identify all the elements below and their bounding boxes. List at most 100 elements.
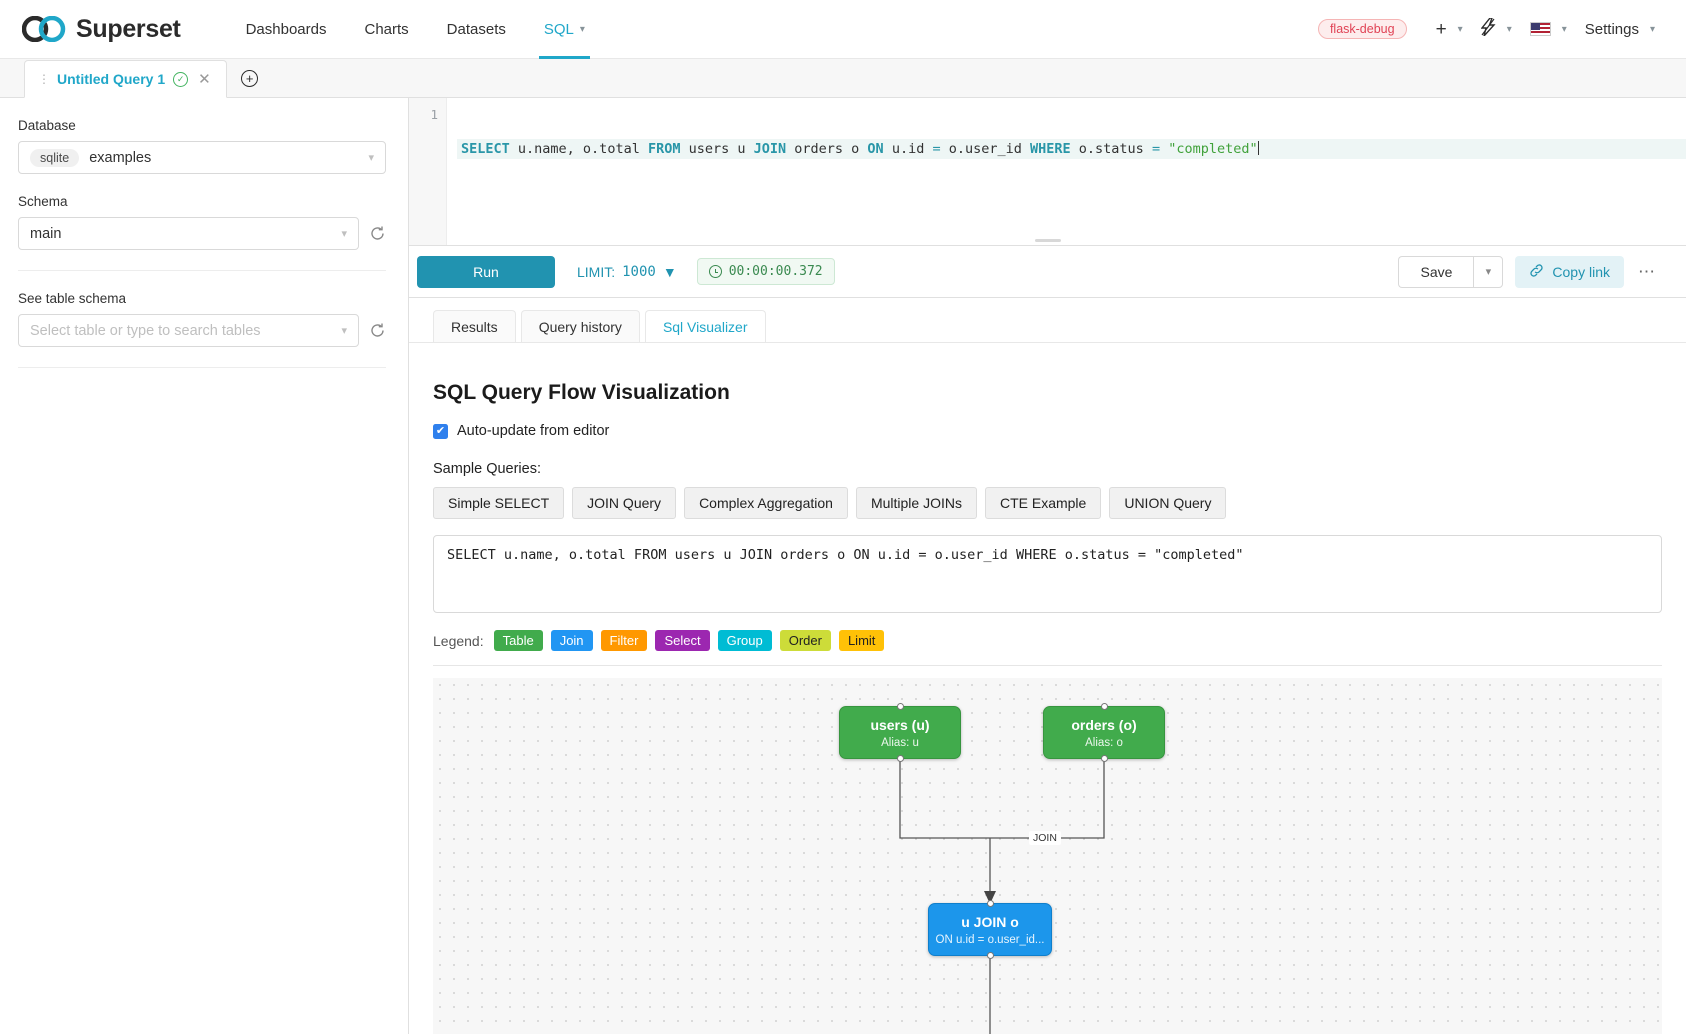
tab-sql-visualizer-label: Sql Visualizer [662, 319, 748, 335]
sample-queries-label: Sample Queries: [433, 461, 541, 477]
chevron-down-icon: ▾ [368, 152, 374, 164]
sample-queries-row: Simple SELECT JOIN Query Complex Aggrega… [433, 487, 1662, 519]
limit-label: LIMIT: [577, 263, 616, 280]
more-options-icon[interactable]: ⋯ [1638, 261, 1656, 281]
sample-query-complex-aggregation[interactable]: Complex Aggregation [684, 487, 848, 519]
table-schema-label: See table schema [18, 291, 127, 306]
close-icon[interactable]: ✕ [198, 71, 211, 88]
copy-link-label: Copy link [1552, 263, 1610, 280]
refresh-schema-icon[interactable] [369, 225, 386, 242]
flask-debug-badge: flask-debug [1317, 19, 1407, 39]
bolt-menu-button[interactable]: ▾ [1472, 17, 1521, 40]
auto-update-checkbox[interactable]: ✔ [433, 423, 448, 439]
plus-glyph: + [245, 70, 254, 86]
right-panel: 1 SELECT u.name, o.total FROM users u JO… [409, 98, 1686, 1034]
table-select[interactable]: Select table or type to search tables ▾ [18, 314, 359, 347]
sample-query-union-query[interactable]: UNION Query [1109, 487, 1227, 519]
limit-dropdown[interactable]: LIMIT: 1000 ▼ [577, 264, 677, 280]
tab-results-label: Results [451, 319, 498, 335]
tab-query-history-label: Query history [538, 319, 622, 335]
editor-toolbar: Run LIMIT: 1000 ▼ 00:00:00.372 Save ▾ [409, 239, 1686, 298]
nav-item-charts[interactable]: Charts [345, 0, 427, 59]
status-success-icon: ✓ [173, 71, 189, 87]
tab-query-history[interactable]: Query history [520, 310, 640, 343]
flow-edges [899, 759, 1105, 1034]
port-top [986, 900, 994, 907]
save-dropdown-button[interactable]: ▾ [1473, 255, 1504, 288]
database-value: examples [89, 149, 152, 166]
chevron-down-icon: ▾ [579, 23, 585, 35]
settings-label: Settings [1584, 20, 1639, 38]
schema-field: Schema main ▾ [18, 194, 386, 250]
nav-item-sql-label: SQL [543, 20, 574, 38]
legend: Legend: Table Join Filter Select Group O… [433, 630, 1662, 651]
chevron-down-icon: ▾ [341, 228, 347, 240]
schema-value: main [30, 225, 62, 242]
sql-editor[interactable]: 1 SELECT u.name, o.total FROM users u JO… [409, 98, 1686, 246]
nav-item-dashboards[interactable]: Dashboards [227, 0, 346, 59]
legend-item-limit: Limit [838, 630, 885, 651]
editor-code-area[interactable]: SELECT u.name, o.total FROM users u JOIN… [447, 98, 1686, 245]
language-menu-button[interactable]: ▾ [1521, 22, 1576, 36]
nav-links: Dashboards Charts Datasets SQL ▾ [227, 0, 604, 59]
settings-menu-button[interactable]: Settings ▾ [1576, 21, 1664, 38]
port-bottom [986, 952, 994, 959]
sql-visualizer-panel: SQL Query Flow Visualization ✔ Auto-upda… [409, 343, 1686, 1034]
nav-item-sql[interactable]: SQL ▾ [525, 0, 604, 59]
chevron-down-icon: ▾ [1457, 23, 1463, 35]
sample-query-multiple-joins[interactable]: Multiple JOINs [855, 487, 977, 519]
chevron-down-icon: ▾ [1649, 23, 1655, 35]
bolt-icon [1480, 17, 1496, 40]
limit-value: 1000 [622, 263, 656, 280]
add-query-tab-button[interactable]: + [227, 59, 273, 97]
new-menu-button[interactable]: + ▾ [1427, 20, 1472, 39]
editor-line-1: SELECT u.name, o.total FROM users u JOIN… [457, 139, 1686, 159]
workspace: Database sqlite examples ▾ Schema main ▾ [0, 98, 1686, 1034]
refresh-tables-icon[interactable] [369, 322, 386, 339]
nav-item-datasets-label: Datasets [446, 20, 506, 38]
chevron-down-icon: ▾ [341, 325, 347, 337]
schema-label: Schema [18, 194, 68, 209]
left-panel-divider [18, 270, 386, 271]
database-engine-pill: sqlite [30, 148, 80, 167]
schema-select[interactable]: main ▾ [18, 217, 359, 250]
save-button-group: Save ▾ [1398, 255, 1504, 288]
legend-item-order: Order [779, 630, 831, 651]
tab-results[interactable]: Results [433, 310, 516, 343]
editor-resize-handle[interactable] [1034, 239, 1061, 242]
port-top [1100, 703, 1108, 710]
auto-update-row: ✔ Auto-update from editor [433, 423, 1662, 439]
brand[interactable]: Superset [0, 15, 181, 44]
brand-text: Superset [76, 14, 181, 43]
copy-link-button[interactable]: Copy link [1515, 255, 1624, 288]
sample-query-join-query[interactable]: JOIN Query [572, 487, 677, 519]
database-select[interactable]: sqlite examples ▾ [18, 141, 386, 174]
nav-item-datasets[interactable]: Datasets [428, 0, 525, 59]
sample-query-simple-select[interactable]: Simple SELECT [433, 487, 565, 519]
query-timer: 00:00:00.372 [696, 258, 835, 285]
us-flag-icon [1529, 22, 1551, 36]
flow-node-users-title: users (u) [870, 716, 930, 733]
flow-node-orders[interactable]: orders (o) Alias: o [1043, 703, 1165, 762]
legend-divider [433, 665, 1662, 666]
caret-down-icon: ▼ [662, 263, 677, 280]
nav-item-charts-label: Charts [364, 20, 409, 38]
flow-node-orders-subtitle: Alias: o [1085, 736, 1123, 749]
top-navbar: Superset Dashboards Charts Datasets SQL … [0, 0, 1686, 59]
query-tab-untitled-query-1[interactable]: ⋮ Untitled Query 1 ✓ ✕ [24, 60, 227, 98]
tab-sql-visualizer[interactable]: Sql Visualizer [644, 310, 766, 343]
sample-query-cte-example[interactable]: CTE Example [984, 487, 1102, 519]
query-flow-canvas[interactable]: JOIN users (u) Alias: u orders (o) Alias… [433, 678, 1662, 1034]
legend-item-join: Join [550, 630, 593, 651]
save-button[interactable]: Save [1398, 255, 1474, 288]
left-panel-divider-2 [18, 367, 386, 368]
run-button[interactable]: Run [417, 255, 555, 288]
flow-node-join[interactable]: u JOIN o ON u.id = o.user_id... [928, 900, 1052, 959]
table-schema-field: See table schema Select table or type to… [18, 291, 386, 347]
flow-node-users-subtitle: Alias: u [881, 736, 919, 749]
flow-node-users[interactable]: users (u) Alias: u [839, 703, 961, 762]
sql-input-textarea[interactable] [433, 535, 1662, 613]
result-tabs-underline [409, 342, 1686, 343]
drag-handle-icon[interactable]: ⋮ [38, 72, 50, 86]
navbar-right: flask-debug + ▾ ▾ ▾ Settings ▾ [1317, 17, 1686, 40]
